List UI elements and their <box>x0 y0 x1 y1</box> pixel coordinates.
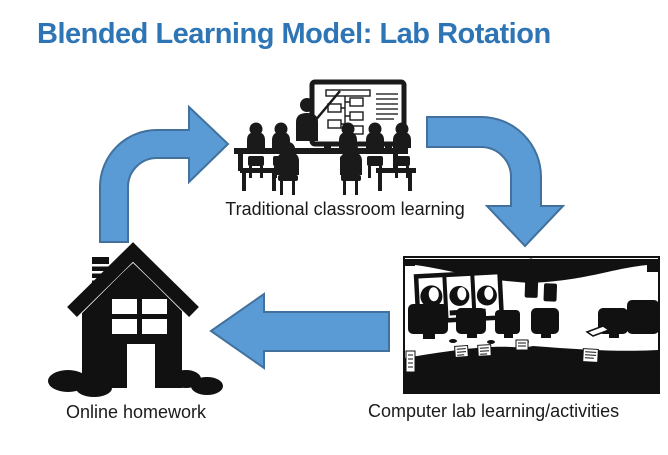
monitor-row <box>408 300 659 344</box>
students-front-row <box>277 142 362 195</box>
door <box>127 344 155 388</box>
teacher-figure <box>296 90 341 141</box>
roof <box>67 242 199 317</box>
computer-lab-caption: Computer lab learning/activities <box>368 401 620 421</box>
page-title: Blended Learning Model: Lab Rotation <box>37 18 551 50</box>
arrow-lab-to-homework-icon <box>209 292 390 370</box>
laptop-icon <box>585 325 611 337</box>
hanging-speakers-icon <box>524 279 558 302</box>
classroom-desks <box>234 148 416 191</box>
online-homework-caption: Online homework <box>65 402 207 422</box>
lab-ceiling <box>405 258 658 283</box>
computer-lab-photo <box>403 256 660 394</box>
house-icon <box>48 242 223 397</box>
arrow-homework-to-classroom-icon <box>99 104 230 243</box>
bushes <box>48 370 223 397</box>
desk-labels <box>405 339 599 373</box>
desk-front <box>405 346 658 392</box>
classroom-caption: Traditional classroom learning <box>225 199 465 219</box>
classroom-illustration <box>234 79 416 195</box>
window <box>112 299 167 334</box>
whiteboard-icon <box>309 79 407 152</box>
arrow-classroom-to-lab-icon <box>426 116 566 248</box>
